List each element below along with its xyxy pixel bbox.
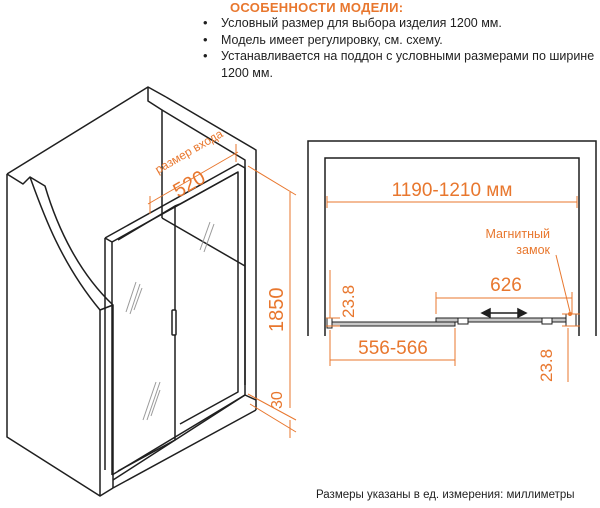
feature-item: Устанавливается на поддон с условными ра… [201,48,596,81]
shower-tray [112,394,257,489]
plan-walls [307,140,597,336]
plan-handle [457,317,469,325]
plan-fixed-panel [329,321,456,327]
door-width-value: 626 [490,275,522,296]
isometric-view [6,86,257,497]
plan-view [307,140,597,336]
plan-dimensions [326,196,580,382]
magnet-pointer [568,312,572,316]
isometric-dimensions [147,144,297,438]
plan-inner-wall [324,157,580,336]
magnet-label-line1: Магнитный [485,227,550,241]
fixed-panel-value: 556-566 [358,338,428,359]
units-note: Размеры указаны в ед. измерения: миллиме… [316,489,575,501]
plan-right-profile [565,313,577,327]
features-title: ОСОБЕННОСТИ МОДЕЛИ: [230,0,404,15]
base-height-value: 30 [269,391,286,409]
feature-item: Условный размер для выбора изделия 1200 … [201,15,596,32]
feature-item: Модель имеет регулировку, см. схему. [201,32,596,49]
height-value: 1850 [266,288,288,333]
features-list: Условный размер для выбора изделия 1200 … [201,15,596,81]
glass-reflection [125,221,215,421]
entrance-label: размер входа [153,126,226,176]
left-profile-value: 23.8 [339,285,358,318]
magnet-label-line2: замок [516,243,550,257]
plan-handle [541,317,553,325]
door-glass [104,163,246,476]
total-width-value: 1190-1210 мм [392,180,513,201]
right-profile-value: 23.8 [537,349,556,382]
door-handle [171,309,177,336]
slide-arrow-icon [480,307,528,319]
left-wall [6,86,167,497]
